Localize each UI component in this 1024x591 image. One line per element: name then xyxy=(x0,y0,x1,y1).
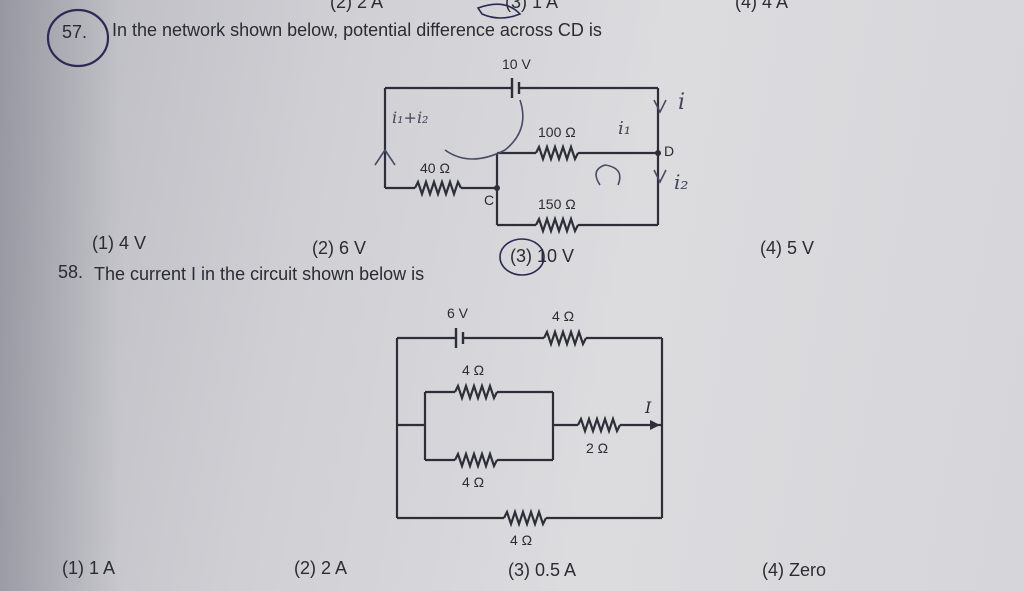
q57-node-c-dot xyxy=(494,185,500,191)
q57-circuit xyxy=(383,78,660,235)
q58-circuit xyxy=(395,328,664,528)
q57-answer-mark xyxy=(499,238,545,276)
page-shadow xyxy=(0,0,120,591)
q57-handwritten-marks xyxy=(374,99,667,186)
q57-text: In the network shown below, potential di… xyxy=(112,20,602,40)
q57-hand-i: i xyxy=(678,90,686,115)
q58-option-2: (2) 2 A xyxy=(294,558,348,578)
prev-option-3: (3) 1 A xyxy=(505,0,559,12)
q58-battery-label: 6 V xyxy=(447,305,469,321)
q57-node-c-label: C xyxy=(484,192,495,208)
q57-option-3: (3) 10 V xyxy=(510,246,575,266)
q58-rseries-label: 2 Ω xyxy=(586,440,609,456)
prev-option-2: (2) 2 A xyxy=(330,0,384,12)
q57-hand-i2: i₂ xyxy=(674,170,689,194)
q57-hand-i1: i₁ xyxy=(618,118,631,139)
q57-r100-label: 100 Ω xyxy=(538,124,576,140)
q57-r40-label: 40 Ω xyxy=(420,160,450,176)
q58-option-4: (4) Zero xyxy=(762,560,827,580)
q58-rinner-bottom-label: 4 Ω xyxy=(462,474,485,490)
q58-current-label: I xyxy=(645,398,652,417)
q57-hand-i1-plus-i2: i₁+i₂ xyxy=(392,108,429,127)
prev-option-4: (4) 4 A xyxy=(735,0,789,12)
q58-option-1: (1) 1 A xyxy=(62,558,116,578)
q57-option-1: (1) 4 V xyxy=(92,233,147,253)
q57-node-d-dot xyxy=(655,150,661,156)
q57-option-4: (4) 5 V xyxy=(760,238,815,258)
q58-number: 58. xyxy=(58,262,84,282)
q57-battery-label: 10 V xyxy=(502,56,531,72)
q58-rtop-label: 4 Ω xyxy=(552,308,575,324)
q57-node-d-label: D xyxy=(664,143,675,159)
prev-answer-mark xyxy=(476,3,522,19)
q58-text: The current I in the circuit shown below… xyxy=(94,264,425,284)
q57-option-2: (2) 6 V xyxy=(312,238,367,258)
q58-rbottom-label: 4 Ω xyxy=(510,532,533,548)
q58-rinner-top-label: 4 Ω xyxy=(462,362,485,378)
q57-r150-label: 150 Ω xyxy=(538,196,576,212)
q57-circle-mark xyxy=(46,8,110,68)
q58-option-3: (3) 0.5 A xyxy=(508,560,577,580)
q58-current-arrow xyxy=(650,420,660,430)
q57-number: 57. xyxy=(62,22,88,42)
